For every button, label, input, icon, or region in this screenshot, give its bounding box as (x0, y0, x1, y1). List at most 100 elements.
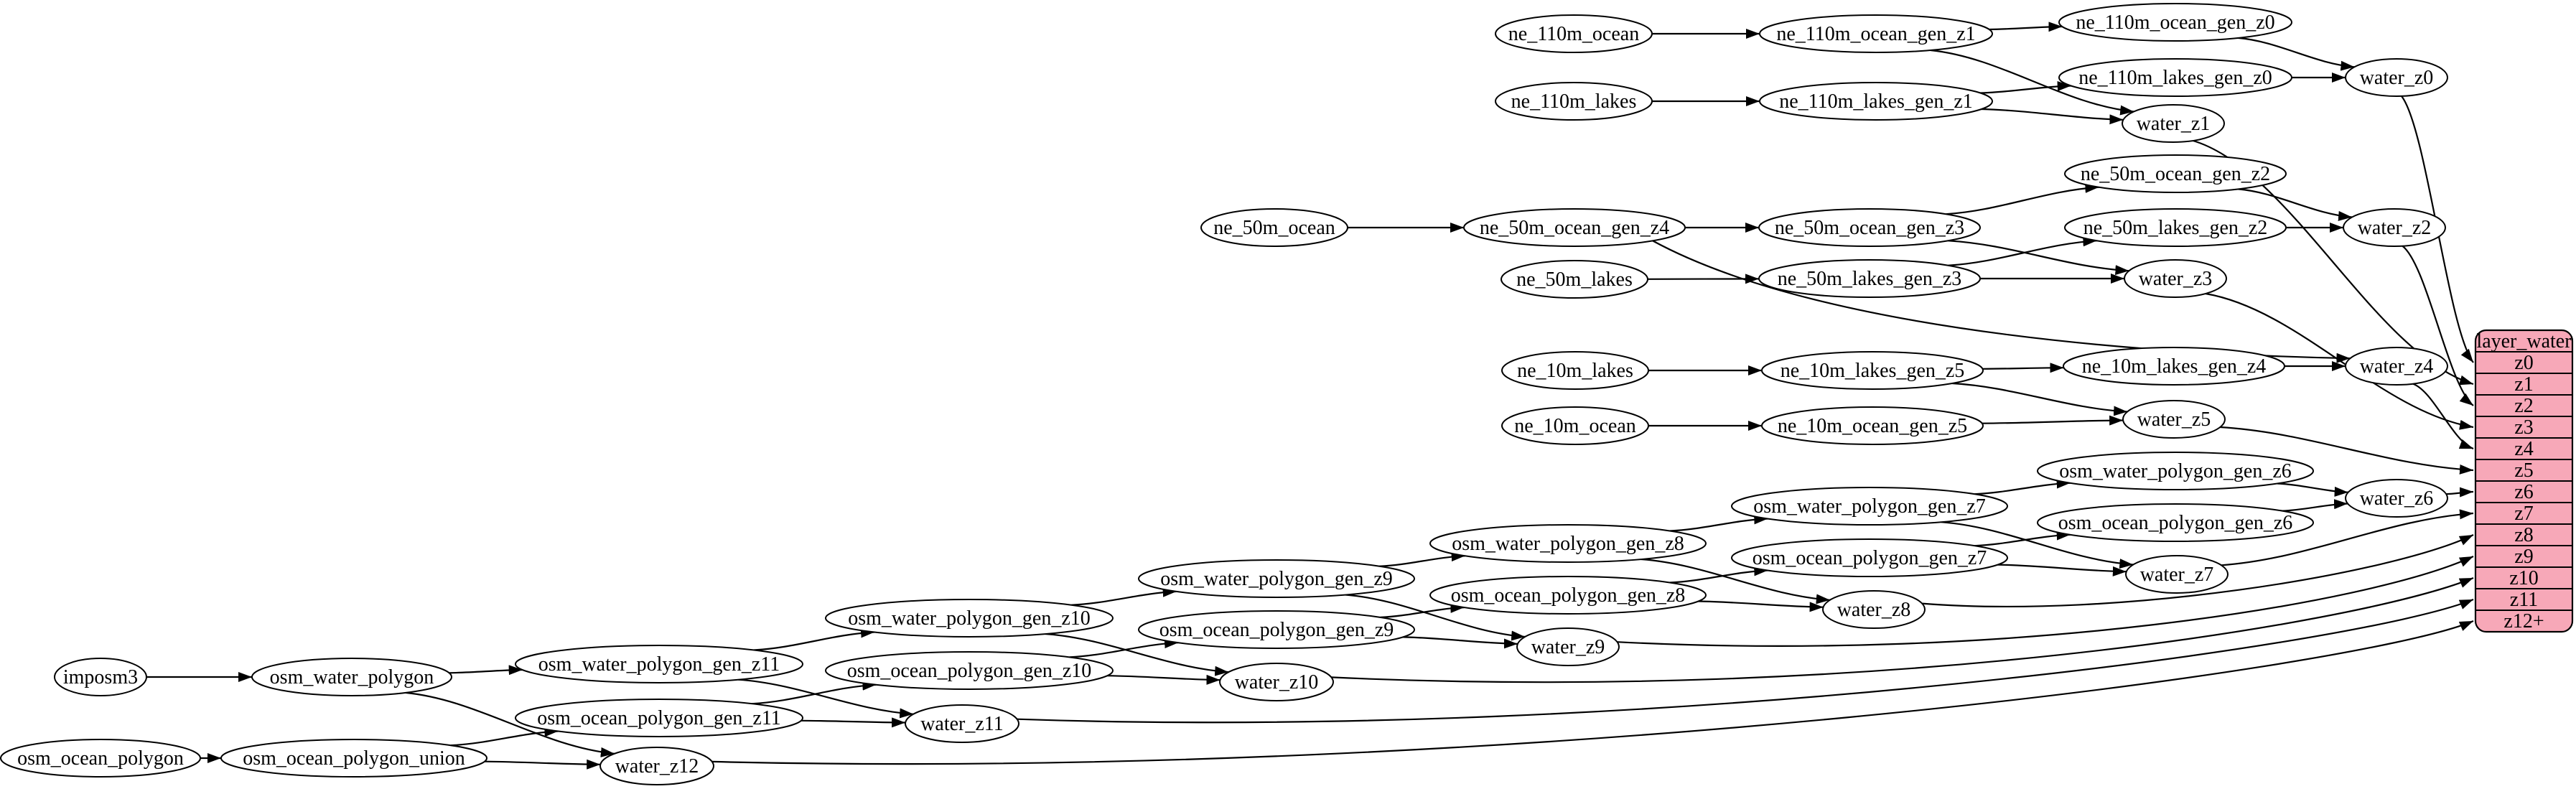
edge-osm_ocean_polygon_gen_z8-to-osm_ocean_polygon_gen_z7 (1669, 566, 1768, 584)
node-label: ne_50m_ocean (1213, 217, 1335, 239)
node-ellipse (2125, 555, 2229, 594)
table-row-z12+: z12+ (2503, 610, 2544, 632)
edge-osm_water_polygon-to-water_z12 (405, 691, 615, 757)
node-water_z6: water_z6 (2345, 479, 2448, 518)
node-water_z10: water_z10 (1219, 663, 1334, 701)
node-ne_50m_lakes_gen_z2: ne_50m_lakes_gen_z2 (2064, 208, 2287, 247)
node-label: ne_110m_lakes_gen_z1 (1779, 90, 1973, 113)
node-ellipse (2058, 58, 2292, 97)
node-ellipse (2064, 208, 2287, 247)
node-ellipse (0, 739, 201, 778)
node-label: osm_ocean_polygon_gen_z10 (847, 660, 1092, 682)
node-label: water_z4 (2360, 355, 2434, 378)
node-label: ne_50m_ocean_gen_z3 (1775, 217, 1964, 239)
node-ellipse (905, 704, 1019, 743)
edge-ne_110m_lakes_gen_z1-to-ne_110m_lakes_gen_z0 (1980, 81, 2071, 94)
node-label: water_z1 (2137, 113, 2211, 135)
edge-water_z5-to-z5 (2220, 426, 2474, 475)
node-osm_ocean_polygon_gen_z7: osm_ocean_polygon_gen_z7 (1731, 538, 2008, 577)
table-row-z8: z8 (2514, 524, 2533, 546)
node-osm_ocean_polygon_gen_z11: osm_ocean_polygon_gen_z11 (515, 699, 803, 737)
node-ellipse (515, 645, 803, 683)
node-ne_110m_lakes: ne_110m_lakes (1495, 82, 1653, 121)
edge-osm_ocean_polygon_gen_z7-to-water_z7 (1997, 564, 2127, 576)
node-ellipse (1758, 259, 1981, 298)
node-ellipse (2343, 208, 2446, 247)
edge-osm_ocean_polygon_gen_z9-to-water_z9 (1402, 636, 1518, 649)
node-ellipse (825, 599, 1114, 638)
node-label: water_z10 (1235, 671, 1319, 694)
node-ellipse (1501, 406, 1649, 445)
edge-osm_ocean_polygon_gen_z10-to-water_z10 (1107, 674, 1221, 685)
node-ellipse (2063, 347, 2285, 386)
edge-water_z8-to-z8 (1922, 534, 2474, 608)
table-header: layer_water (2476, 330, 2572, 353)
edge-water_z4-to-z4 (2412, 383, 2474, 450)
node-label: imposm3 (63, 666, 138, 688)
node-osm_ocean_polygon_gen_z10: osm_ocean_polygon_gen_z10 (825, 651, 1114, 690)
node-label: ne_50m_lakes_gen_z2 (2083, 217, 2268, 239)
edge-osm_ocean_polygon_union-to-water_z12 (484, 759, 601, 770)
edge-osm_water_polygon_gen_z8-to-osm_water_polygon_gen_z7 (1669, 514, 1768, 532)
edge-ne_110m_ocean_gen_z0-to-water_z0 (2238, 37, 2355, 71)
node-label: water_z5 (2137, 408, 2211, 431)
edge-osm_water_polygon_gen_z7-to-water_z7 (1941, 521, 2134, 569)
edge-osm_ocean_polygon_gen_z7-to-osm_ocean_polygon_gen_z6 (1974, 530, 2071, 547)
node-label: ne_110m_ocean (1508, 23, 1639, 45)
node-ellipse (2345, 347, 2448, 386)
node-osm_water_polygon_gen_z10: osm_water_polygon_gen_z10 (825, 599, 1114, 638)
node-label: osm_ocean_polygon_gen_z11 (537, 707, 781, 729)
edge-osm_water_polygon_gen_z10-to-water_z10 (1045, 632, 1229, 676)
edge-osm_ocean_polygon_gen_z11-to-osm_ocean_polygon_gen_z10 (752, 680, 877, 705)
node-ne_110m_ocean_gen_z0: ne_110m_ocean_gen_z0 (2058, 3, 2292, 42)
node-label: ne_10m_ocean (1514, 415, 1636, 437)
node-ellipse (2122, 104, 2225, 143)
node-ellipse (2037, 503, 2314, 542)
edge-osm_ocean_polygon_union-to-osm_ocean_polygon_gen_z11 (450, 727, 559, 747)
node-label: ne_10m_lakes (1517, 360, 1633, 382)
node-ne_10m_ocean: ne_10m_ocean (1501, 406, 1649, 445)
edge-ne_50m_ocean_gen_z2-to-water_z2 (2238, 188, 2353, 221)
node-water_z8: water_z8 (1822, 590, 1926, 629)
node-ellipse (1429, 576, 1707, 615)
node-label: water_z3 (2139, 268, 2213, 290)
node-label: osm_water_polygon (270, 666, 434, 688)
node-label: osm_water_polygon_gen_z7 (1753, 495, 1986, 518)
node-label: water_z6 (2360, 487, 2434, 510)
edge-water_z6-to-z6 (2446, 487, 2474, 498)
node-label: osm_water_polygon_gen_z9 (1160, 568, 1393, 590)
edge-water_z7-to-z7 (2221, 509, 2474, 566)
node-ne_110m_ocean_gen_z1: ne_110m_ocean_gen_z1 (1759, 14, 1993, 53)
node-water_z1: water_z1 (2122, 104, 2225, 143)
node-water_z7: water_z7 (2125, 555, 2229, 594)
edge-ne_50m_ocean_gen_z3-to-ne_50m_ocean_gen_z2 (1946, 182, 2099, 215)
node-label: ne_50m_ocean_gen_z4 (1480, 217, 1669, 239)
node-ellipse (2058, 3, 2292, 42)
node-label: osm_ocean_polygon_gen_z8 (1451, 584, 1686, 607)
edge-osm_ocean_polygon_gen_z10-to-osm_ocean_polygon_gen_z9 (1069, 638, 1179, 658)
node-ellipse (1822, 590, 1926, 629)
node-ellipse (1759, 82, 1993, 121)
node-ellipse (1758, 208, 1981, 247)
edge-osm_water_polygon_gen_z8-to-water_z8 (1641, 558, 1830, 604)
node-water_z5: water_z5 (2122, 400, 2226, 439)
node-label: water_z8 (1837, 599, 1911, 621)
node-ne_10m_lakes_gen_z4: ne_10m_lakes_gen_z4 (2063, 347, 2285, 386)
edge-water_z10-to-z10 (1331, 576, 2474, 683)
node-ellipse (825, 651, 1114, 690)
node-ellipse (1495, 82, 1653, 121)
edge-osm_water_polygon_gen_z9-to-water_z9 (1345, 594, 1526, 641)
edge-osm_water_polygon_gen_z9-to-osm_water_polygon_gen_z8 (1379, 551, 1465, 567)
node-water_z11: water_z11 (905, 704, 1019, 743)
node-label: water_z9 (1531, 636, 1605, 658)
node-ellipse (2037, 452, 2314, 490)
table-row-z2: z2 (2514, 395, 2533, 417)
node-ellipse (1761, 351, 1984, 390)
node-ellipse (1429, 524, 1707, 563)
node-label: water_z0 (2360, 67, 2434, 89)
edge-ne_110m_ocean_gen_z1-to-water_z1 (1930, 49, 2134, 116)
edge-water_z9-to-z9 (1617, 556, 2474, 647)
node-label: osm_ocean_polygon_union (243, 747, 465, 770)
edge-osm_ocean_polygon_gen_z6-to-water_z6 (2282, 499, 2348, 512)
